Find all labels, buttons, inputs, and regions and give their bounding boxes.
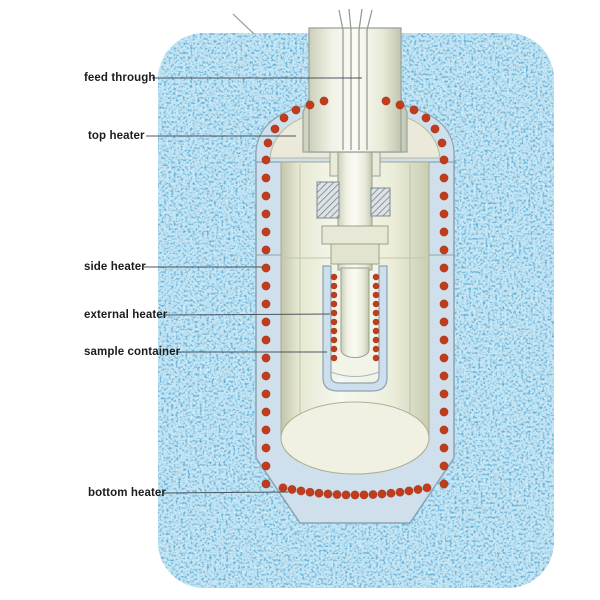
sample-container-cup xyxy=(322,265,388,392)
label-top-heater: top heater xyxy=(88,130,145,142)
side-heater-dots xyxy=(261,155,449,489)
feed-through-wires xyxy=(232,8,373,150)
external-heater-dots xyxy=(330,273,380,362)
sample-cylinder xyxy=(340,267,370,358)
insertion-rod-assembly xyxy=(316,149,391,271)
label-sample-container: sample container xyxy=(84,346,181,358)
clamp-hatched-right xyxy=(370,187,391,217)
label-side-heater: side heater xyxy=(84,261,146,273)
feed-through-tube xyxy=(302,27,408,153)
label-external-heater: external heater xyxy=(84,309,168,321)
label-bottom-heater: bottom heater xyxy=(88,487,166,499)
bottom-heater-dots xyxy=(278,483,432,500)
rod-collar-upper xyxy=(321,225,389,245)
top-heater-dots xyxy=(263,96,447,148)
leader-external-heater xyxy=(163,313,331,316)
clamp-hatched-left xyxy=(316,181,340,219)
cavity-floor xyxy=(280,401,430,475)
leader-lines xyxy=(144,77,362,494)
leader-bottom-heater xyxy=(162,491,289,494)
label-feed-through: feed through xyxy=(84,72,156,84)
rod-collar-lower xyxy=(330,243,380,265)
